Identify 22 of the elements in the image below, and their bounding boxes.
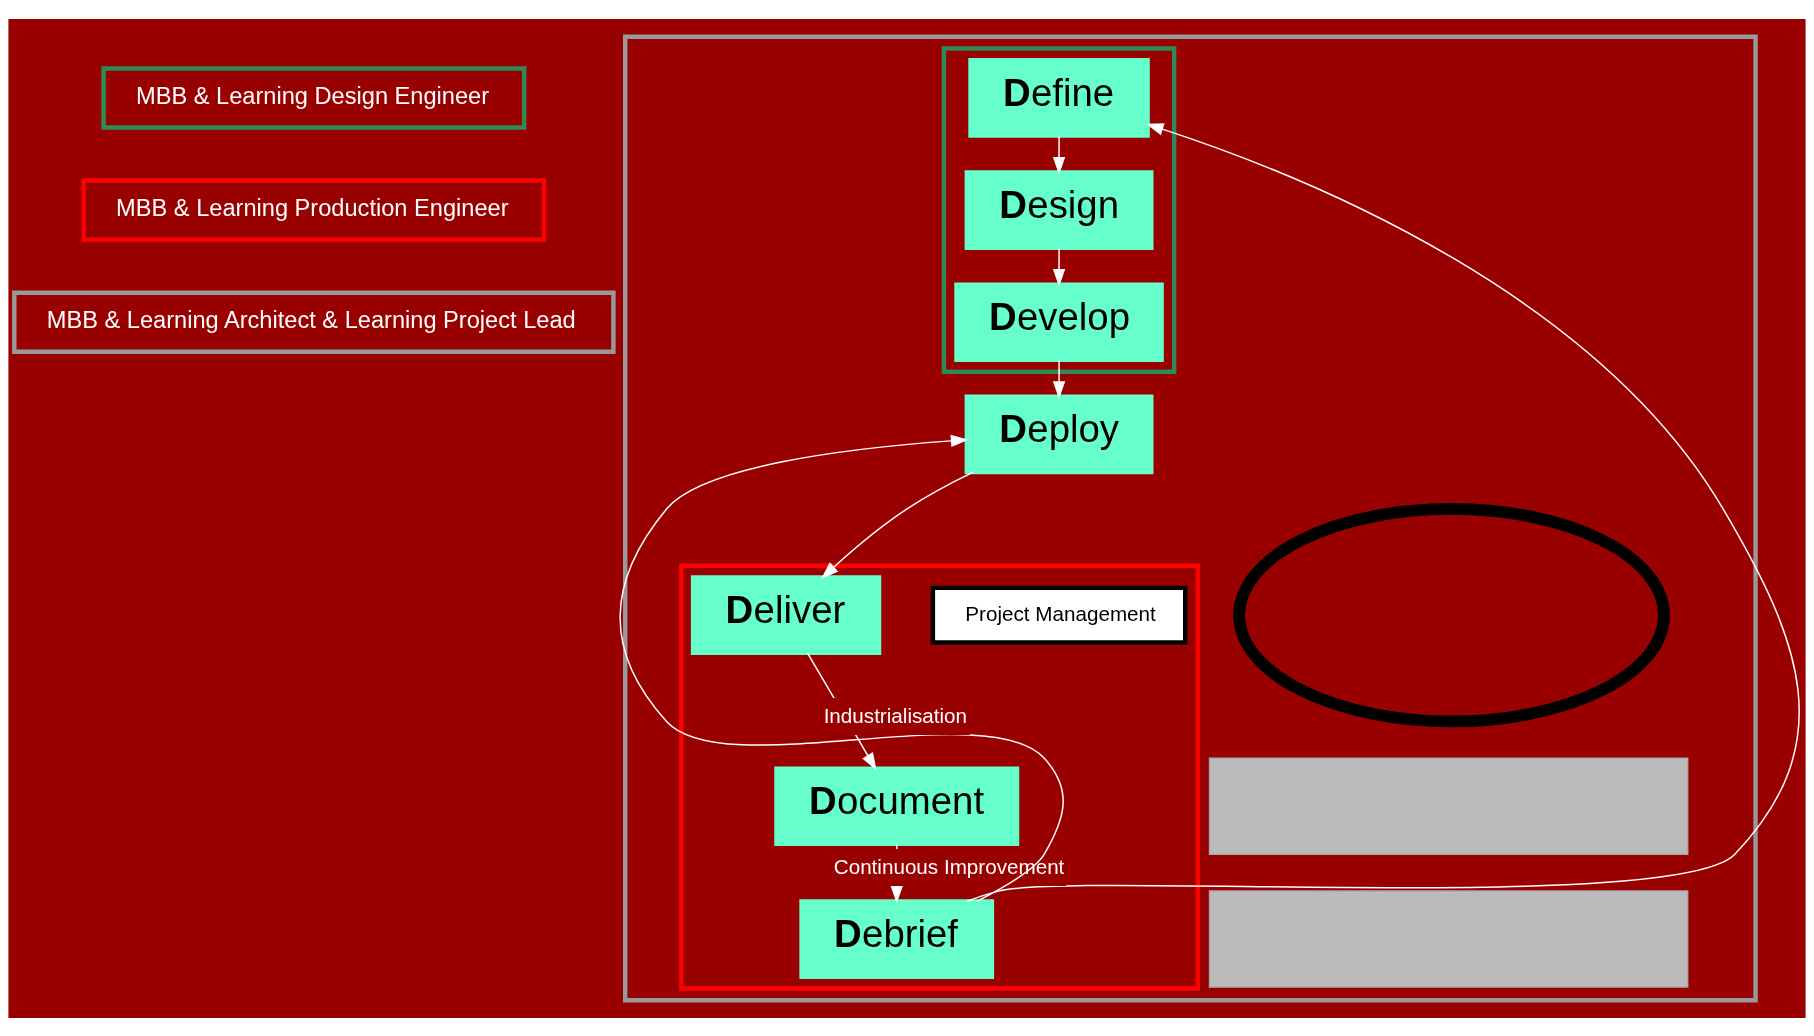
cluster — [941, 45, 1177, 374]
node-box: Document — [774, 765, 1020, 846]
arrow — [1052, 358, 1066, 399]
node-box: Deliver — [690, 574, 882, 655]
cluster — [623, 34, 1758, 1002]
node-box: Define — [968, 57, 1150, 138]
node-box: Debrief — [799, 898, 995, 979]
node-bar — [1208, 757, 1689, 855]
node-box: MBB & Learning Architect & Learning Project Lead — [12, 290, 616, 354]
arrow — [1052, 246, 1066, 287]
node-box: Design — [964, 169, 1154, 250]
edge-label: Industrialisation — [823, 703, 968, 727]
node-bar — [1208, 889, 1689, 988]
node-box: Develop — [954, 281, 1164, 362]
arrow — [1052, 134, 1066, 175]
node-box: Project Management — [930, 585, 1188, 645]
arrow — [619, 434, 1064, 902]
node-box: MBB & Learning Production Engineer — [81, 177, 547, 242]
node-ellipse — [1233, 502, 1670, 727]
node-box: Deploy — [964, 394, 1154, 474]
arrow — [821, 470, 974, 579]
node-box: MBB & Learning Design Engineer — [101, 65, 527, 130]
